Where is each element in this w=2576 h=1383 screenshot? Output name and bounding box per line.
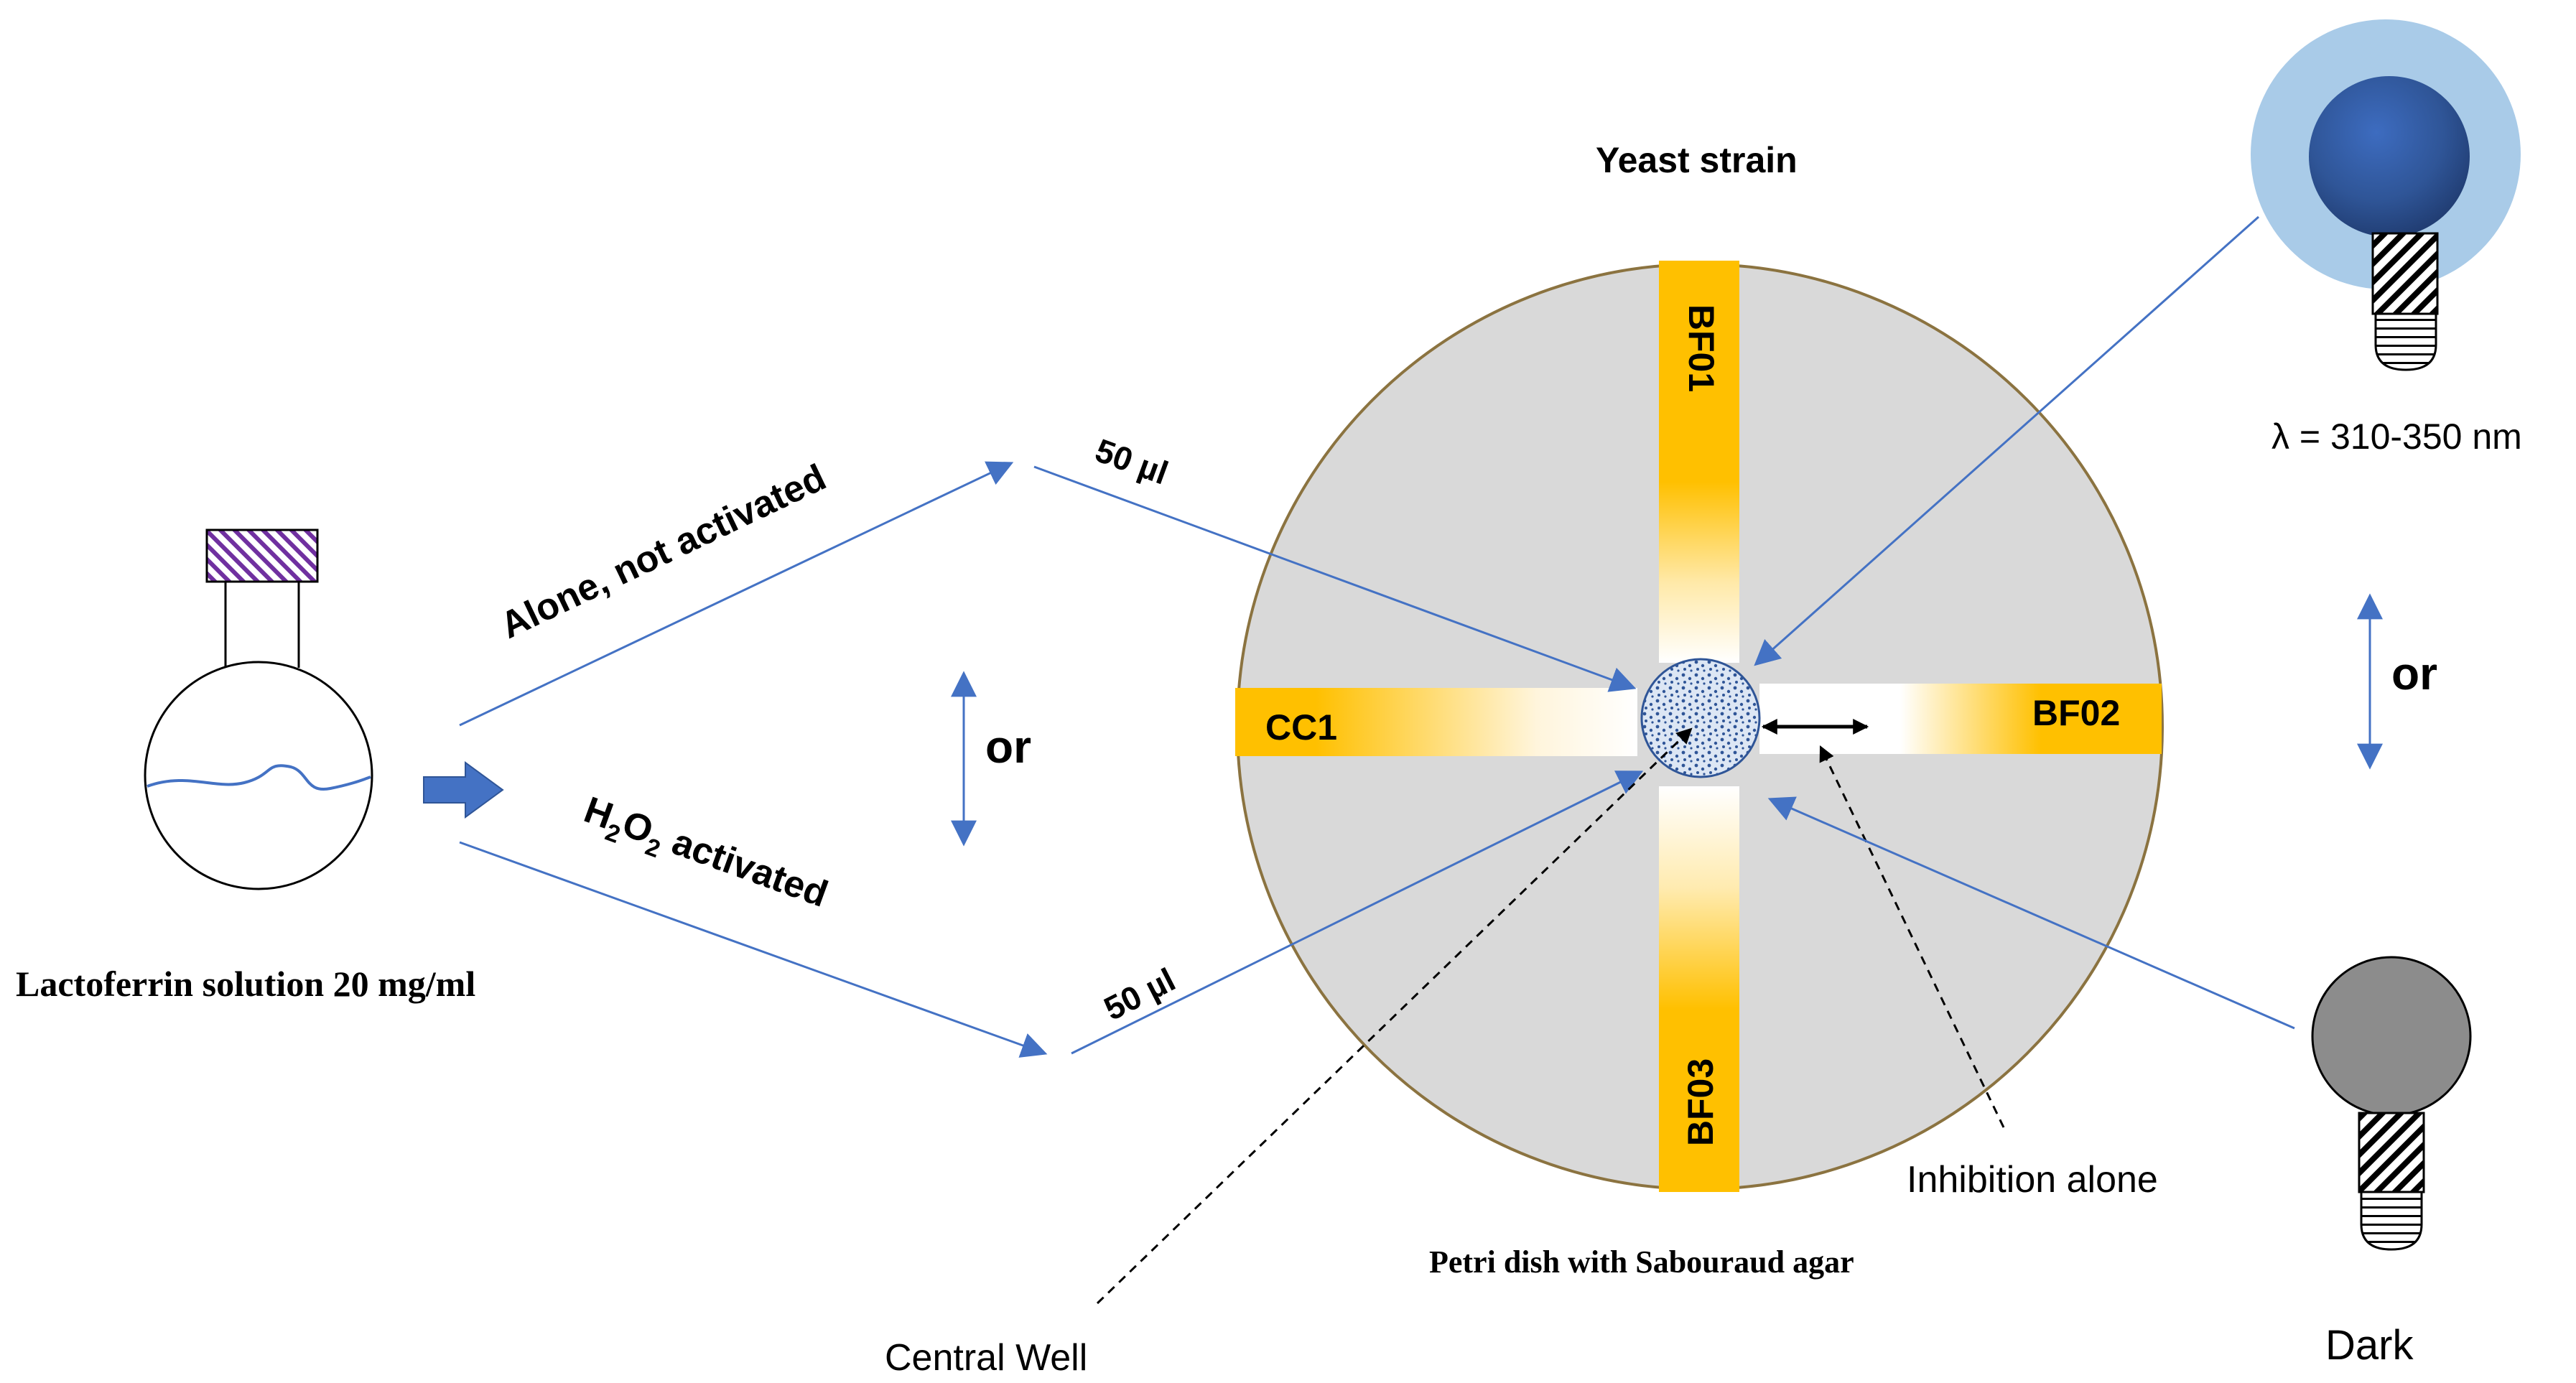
flask-liquid <box>147 764 371 791</box>
dark-screw <box>2358 1112 2425 1193</box>
flask-body <box>144 661 373 890</box>
strip-top <box>1659 261 1739 663</box>
strip-label-bottom: BF03 <box>1680 1058 1721 1146</box>
flask-cap <box>205 528 319 583</box>
yeast-strain-label: Yeast strain <box>1596 140 1798 180</box>
or-label-right: or <box>2391 648 2437 699</box>
dose-arrow-top <box>1033 465 1637 692</box>
dark-arrow <box>1767 796 2295 1030</box>
strip-label-right: BF02 <box>2032 693 2120 733</box>
strip-label-left: CC1 <box>1265 707 1337 748</box>
uv-screw <box>2371 232 2439 315</box>
uv-arrow <box>1754 215 2259 666</box>
inhibition-pointer <box>1819 745 2005 1128</box>
or-label-left: or <box>985 721 1031 773</box>
central-well <box>1640 658 1761 778</box>
flask-icon <box>144 528 373 890</box>
inhibition-label: Inhibition alone <box>1907 1159 2158 1201</box>
path-label-bottom: H2O2 activated <box>576 789 833 923</box>
dark-bulb <box>2311 956 2472 1117</box>
dark-base <box>2360 1191 2423 1251</box>
volume-label-bottom: 50 µl <box>1098 961 1181 1028</box>
central-well-label: Central Well <box>885 1337 1087 1379</box>
dark-lamp-icon <box>2311 956 2472 1251</box>
dose-arrow-bottom <box>1071 770 1644 1055</box>
block-arrow <box>423 761 504 819</box>
path-arrow-top <box>459 461 1014 727</box>
flask-caption: Lactoferrin solution 20 mg/ml <box>16 964 475 1004</box>
uv-base <box>2374 312 2437 371</box>
path-label-top: Alone, not activated <box>494 457 832 647</box>
uv-bulb <box>2309 76 2470 237</box>
volume-label-top: 50 µl <box>1091 432 1173 492</box>
strip-bottom <box>1659 786 1739 1192</box>
strip-left <box>1235 688 1637 756</box>
central-well-pointer <box>1096 727 1693 1305</box>
dark-label: Dark <box>2325 1322 2414 1369</box>
dish-caption: Petri dish with Sabouraud agar <box>1429 1244 1854 1280</box>
wavelength-label: λ = 310-350 nm <box>2272 416 2522 457</box>
petri-dish <box>1235 261 2164 1192</box>
uv-lamp-icon <box>2251 19 2521 371</box>
strip-label-top: BF01 <box>1681 304 1721 392</box>
path-arrow-bottom <box>459 841 1048 1058</box>
